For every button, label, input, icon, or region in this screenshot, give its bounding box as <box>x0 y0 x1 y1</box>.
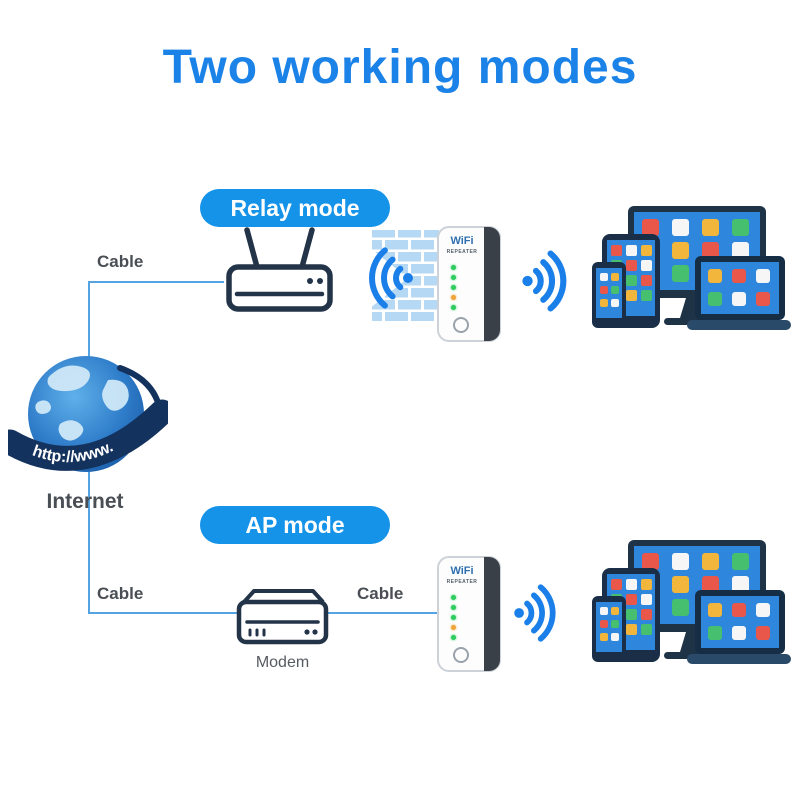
led-indicators <box>451 265 456 310</box>
wps-button-icon <box>453 317 469 333</box>
cable-label-ap-left: Cable <box>97 584 144 603</box>
led-indicator <box>451 295 456 300</box>
devices-cluster-ap <box>592 540 792 680</box>
cable-line-to-modem <box>88 612 238 614</box>
wifi-signal-icon-relay <box>520 248 586 314</box>
repeater-brand: WiFi <box>450 235 474 247</box>
led-indicator <box>451 305 456 310</box>
ap-mode-badge: AP mode <box>200 506 390 544</box>
cable-line-to-router <box>88 281 224 283</box>
led-indicator <box>451 635 456 640</box>
cable-line-internet-down <box>88 458 90 614</box>
cable-line-modem-to-repeater <box>328 612 438 614</box>
led-indicator <box>451 625 456 630</box>
router-icon <box>222 222 337 322</box>
cable-line-internet-up <box>88 281 90 367</box>
page-title: Two working modes <box>162 41 638 94</box>
led-indicator <box>451 275 456 280</box>
cable-label-ap-mid: Cable <box>357 584 404 603</box>
relay-mode-badge: Relay mode <box>200 189 390 227</box>
devices-cluster-relay <box>592 206 792 346</box>
led-indicators <box>451 595 456 640</box>
wall-wifi-icon <box>346 228 441 323</box>
modem-label: Modem <box>255 654 310 671</box>
internet-label: Internet <box>46 490 124 513</box>
led-indicator <box>451 265 456 270</box>
repeater-model: REPEATER <box>446 249 478 255</box>
led-indicator <box>451 595 456 600</box>
internet-globe-icon: http://www. <box>8 356 168 472</box>
repeater-brand: WiFi <box>450 565 474 577</box>
wifi-signal-icon-ap <box>512 582 574 644</box>
repeater-model: REPEATER <box>446 579 478 585</box>
repeater-side-panel <box>484 227 500 341</box>
repeater-side-panel <box>484 557 500 671</box>
cable-label-relay: Cable <box>97 252 144 271</box>
modem-icon <box>235 586 330 648</box>
led-indicator <box>451 615 456 620</box>
wifi-repeater-device: WiFi REPEATER <box>437 226 501 342</box>
wifi-repeater-device: WiFi REPEATER <box>437 556 501 672</box>
wps-button-icon <box>453 647 469 663</box>
led-indicator <box>451 605 456 610</box>
led-indicator <box>451 285 456 290</box>
